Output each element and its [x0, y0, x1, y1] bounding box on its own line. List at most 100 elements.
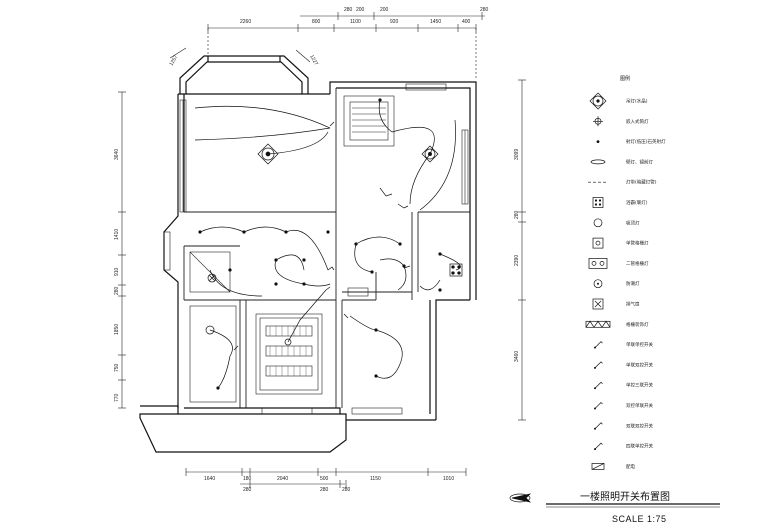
- legend-row: 防潮灯: [593, 279, 640, 289]
- legend-label: 单控三联开关: [626, 382, 653, 389]
- legend-row: 灯带(暗藏灯管): [588, 179, 657, 186]
- switch-4-icon: [594, 402, 603, 410]
- legend-row: 嵌入式筒灯: [593, 116, 649, 127]
- dim-top2-2: 200: [356, 7, 365, 13]
- spotlight-markers: [198, 98, 442, 390]
- switch-marks: [233, 121, 411, 351]
- interior-walls: [183, 88, 470, 408]
- chandelier-living: [257, 143, 279, 165]
- legend-row: 配电: [591, 463, 635, 470]
- legend-label: 格栅装饰灯: [626, 321, 649, 328]
- left-dimension-chain: [118, 91, 126, 409]
- switch-6-icon: [594, 442, 603, 451]
- dim-bottom-6: 1010: [443, 476, 454, 482]
- moisture-proof-lamp-icon: [593, 279, 603, 289]
- dim-top2-3: 200: [380, 7, 389, 13]
- dim-right-3: 2390: [514, 255, 520, 266]
- drawing-title: 一楼照明开关布置图: [580, 490, 670, 503]
- legend-label: 单管格栅灯: [626, 240, 649, 247]
- dim-top-6: 400: [462, 19, 471, 25]
- legend-label: 射灯(低压)石英射灯: [626, 138, 666, 145]
- legend-row: 壁灯、镜前灯: [590, 158, 653, 165]
- dim-bottom-5: 1150: [370, 476, 381, 482]
- dim-top2-1: 280: [344, 7, 353, 13]
- window-openings: [163, 83, 469, 415]
- dim-right-2: 280: [514, 210, 520, 219]
- chandelier-icon: [589, 92, 607, 110]
- legend-row: 吊灯(水晶): [589, 92, 648, 110]
- legend-label: 吸顶灯: [626, 219, 640, 226]
- legend-label: 双控单联开关: [626, 402, 653, 409]
- dim-bay-right: 1227: [308, 54, 319, 67]
- bottom-dimension-chain: [185, 468, 467, 488]
- right-dimension-chain: [518, 79, 526, 421]
- legend-row: 吸顶灯: [593, 218, 640, 228]
- dim-left-5: 1850: [114, 324, 120, 335]
- legend-label: 配电: [626, 463, 635, 470]
- dim-right-1: 3099: [514, 149, 520, 160]
- legend-label: 单联单控开关: [626, 341, 653, 348]
- dim-bottom2-3: 280: [342, 487, 351, 493]
- ceiling-lamp-icon: [593, 218, 603, 228]
- bath-heater: [449, 263, 463, 277]
- dim-left-7: 770: [114, 393, 120, 402]
- legend-label: 四联单控开关: [626, 443, 653, 450]
- stair-box: [343, 95, 395, 147]
- grille-lamp-double-icon: [588, 258, 608, 269]
- recessed-spot-icon: [593, 116, 603, 127]
- wall-lamp-icon: [590, 159, 606, 165]
- dim-top-5: 1450: [430, 19, 441, 25]
- north-arrow: [509, 493, 532, 503]
- legend-row: 双控单联开关: [594, 402, 653, 410]
- top-dimension-chain: [207, 12, 485, 80]
- legend-title: 图例: [620, 75, 630, 82]
- legend-row: 单联单控开关: [594, 341, 653, 349]
- switch-1-icon: [594, 341, 603, 349]
- legend-row: 单联双控开关: [594, 361, 653, 369]
- legend-label: 灯带(暗藏灯管): [626, 179, 657, 186]
- kitchen-ceiling-grille: [255, 313, 323, 395]
- dim-left-1: 3640: [114, 149, 120, 160]
- switch-3-icon: [594, 381, 603, 390]
- exterior-walls: [139, 55, 477, 453]
- legend-row: 单控三联开关: [594, 382, 653, 390]
- bay-window-dimensions: [169, 47, 311, 63]
- legend-row: 四联单控开关: [594, 443, 653, 451]
- legend-label: 单联双控开关: [626, 361, 653, 368]
- legend-row: 格栅装饰灯: [585, 320, 649, 328]
- switch-5-icon: [594, 422, 603, 430]
- legend-row: 浴霸(暖灯): [592, 197, 648, 208]
- legend-label: 嵌入式筒灯: [626, 118, 649, 125]
- dim-top-4: 920: [390, 19, 399, 25]
- exhaust-fan-icon: [592, 298, 604, 310]
- dim-bottom-1: 1640: [204, 476, 215, 482]
- dim-bottom2-1: 280: [243, 487, 252, 493]
- dim-bottom2-2: 280: [320, 487, 329, 493]
- wiring-arcs: [194, 99, 461, 389]
- chandelier-dining: [421, 145, 439, 163]
- dim-top-3: 1100: [350, 19, 361, 25]
- dim-left-4: 280: [114, 286, 120, 295]
- switch-2-icon: [594, 361, 603, 369]
- legend-label: 二管格栅灯: [626, 260, 649, 267]
- dim-bottom-2: 180: [243, 476, 252, 482]
- utility-cabinet: [189, 251, 369, 403]
- bath-heater-icon: [592, 197, 604, 208]
- grille-lamp-single-icon: [592, 237, 604, 249]
- legend-row: 射灯(低压)石英射灯: [596, 138, 666, 145]
- dim-left-2: 1410: [114, 229, 120, 240]
- spotlight-icon: [596, 140, 600, 144]
- dim-right-4: 3460: [514, 351, 520, 362]
- dim-top2-4: 280: [480, 7, 489, 13]
- dim-top-2: 800: [312, 19, 321, 25]
- ceiling-lamps: [205, 273, 292, 346]
- legend-label: 浴霸(暖灯): [626, 199, 648, 206]
- legend-row: 单管格栅灯: [592, 237, 649, 249]
- legend-label: 壁灯、镜前灯: [626, 158, 653, 165]
- scale-label: SCALE 1:75: [612, 514, 667, 524]
- legend-label: 吊灯(水晶): [626, 98, 648, 105]
- legend-row: 二管格栅灯: [588, 258, 649, 269]
- dim-bottom-4: 500: [320, 476, 329, 482]
